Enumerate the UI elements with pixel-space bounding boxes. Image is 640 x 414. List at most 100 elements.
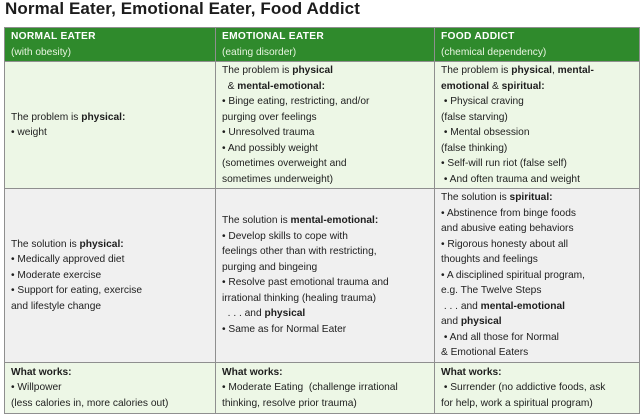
list-item: • A disciplined spiritual program, [441, 269, 585, 281]
list-item: • Willpower [11, 382, 62, 393]
list-item: purging and bingeing [222, 261, 318, 273]
list-item: thinking, resolve prior trauma) [222, 397, 357, 409]
solution-heading: The solution is spiritual: [441, 190, 633, 206]
solution-normal-cell: The solution is physical: • Medically ap… [4, 188, 216, 363]
list-item: feelings other than with restricting, [222, 246, 377, 258]
solution-keyword: mental-emotional [480, 300, 565, 312]
list-item: • And all those for Normal [441, 331, 559, 343]
list-item: • Resolve past emotional trauma and [222, 277, 389, 289]
solution-intro: The solution is [11, 238, 80, 250]
solution-intro: The solution is [222, 215, 291, 227]
header-subtitle: (eating disorder) [222, 46, 297, 58]
and-connector: and [441, 316, 461, 327]
and-physical-line: . . . and physical [222, 306, 428, 322]
list-item: • Support for eating, exercise [11, 285, 142, 296]
header-title: NORMAL EATER [11, 31, 96, 42]
header-food-addict: FOOD ADDICT (chemical dependency) [434, 27, 640, 62]
list-item: purging over feelings [222, 111, 317, 123]
works-addict-cell: What works: • Surrender (no addictive fo… [434, 361, 640, 414]
list-item: • Rigorous honesty about all [441, 238, 569, 250]
list-item: • And often trauma and weight [441, 173, 580, 185]
list-item: • Same as for Normal Eater [222, 323, 347, 335]
list-item: • Medically approved diet [11, 254, 125, 265]
page: Normal Eater, Emotional Eater, Food Addi… [4, 0, 640, 414]
and-mental-emotional-line: . . . and mental-emotional [441, 299, 633, 315]
header-title: FOOD ADDICT [441, 31, 515, 42]
header-title: EMOTIONAL EATER [222, 31, 325, 42]
problem-normal-cell: The problem is physical: • weight [4, 61, 216, 189]
list-item: • And possibly weight [222, 142, 318, 154]
problem-keyword: emotional [441, 80, 490, 92]
list-item: • Abstinence from binge foods [441, 207, 576, 219]
list-item: • Unresolved trauma [222, 127, 315, 138]
solution-heading: The solution is mental-emotional: [222, 213, 428, 229]
solution-keyword: physical [460, 316, 502, 327]
list-item: (less calories in, more calories out) [11, 397, 169, 409]
problem-heading-line2: & mental-emotional: [222, 79, 428, 95]
problem-keyword: physical [292, 65, 333, 76]
solution-row: The solution is physical: • Medically ap… [4, 188, 640, 363]
what-works-row: What works: • Willpower (less calories i… [4, 361, 640, 414]
problem-keyword: physical [81, 111, 122, 123]
works-emotional-cell: What works: • Moderate Eating (challenge… [215, 361, 435, 414]
problem-keyword: mental- [557, 65, 594, 76]
problem-intro: The problem is [441, 65, 512, 76]
list-item: e.g. The Twelve Steps [441, 285, 542, 296]
list-item: (sometimes overweight and [222, 158, 347, 169]
problem-colon: : [122, 111, 126, 123]
list-item: • weight [11, 127, 47, 138]
works-label: What works: [11, 366, 72, 378]
problem-connector: & [222, 80, 238, 92]
header-subtitle: (with obesity) [11, 46, 72, 58]
problem-connector: & [489, 80, 502, 92]
list-item: • Physical craving [441, 96, 524, 107]
works-label: What works: [222, 366, 283, 378]
header-row: NORMAL EATER (with obesity) EMOTIONAL EA… [4, 27, 640, 62]
list-item: irrational thinking (healing trauma) [222, 292, 377, 304]
problem-row: The problem is physical: • weight The pr… [4, 61, 640, 189]
and-connector: . . . and [222, 308, 265, 320]
list-item: sometimes underweight) [222, 173, 333, 185]
problem-intro: The problem is [222, 65, 293, 76]
problem-separator: , [552, 65, 558, 76]
list-item: thoughts and feelings [441, 254, 538, 265]
and-physical-line: and physical [441, 314, 633, 330]
list-item: • Self-will run riot (false self) [441, 158, 567, 169]
problem-keyword: mental-emotional: [237, 80, 326, 92]
list-item: • Surrender (no addictive foods, ask [441, 382, 606, 393]
list-item: • Moderate exercise [11, 269, 102, 281]
list-item: • Binge eating, restricting, and/or [222, 96, 370, 107]
list-item: • Mental obsession [441, 127, 530, 138]
solution-addict-cell: The solution is spiritual: • Abstinence … [434, 188, 640, 363]
works-normal-cell: What works: • Willpower (less calories i… [4, 361, 216, 414]
header-subtitle: (chemical dependency) [441, 46, 547, 58]
list-item: & Emotional Eaters [441, 347, 529, 358]
problem-addict-cell: The problem is physical, mental- emotion… [434, 61, 640, 189]
solution-heading: The solution is physical: [11, 237, 209, 253]
list-item: (false thinking) [441, 142, 508, 154]
problem-intro: The problem is [11, 111, 82, 123]
problem-keyword: spiritual: [501, 80, 545, 92]
list-item: and lifestyle change [11, 300, 102, 312]
solution-emotional-cell: The solution is mental-emotional: • Deve… [215, 188, 435, 363]
list-item: for help, work a spiritual program) [441, 397, 593, 409]
problem-heading: The problem is physical [222, 63, 428, 79]
list-item: • Develop skills to cope with [222, 230, 348, 242]
solution-keyword: physical: [79, 238, 124, 250]
header-emotional-eater: EMOTIONAL EATER (eating disorder) [215, 27, 435, 62]
comparison-table: NORMAL EATER (with obesity) EMOTIONAL EA… [4, 27, 640, 414]
problem-emotional-cell: The problem is physical & mental-emotion… [215, 61, 435, 189]
list-item: and abusive eating behaviors [441, 223, 574, 234]
solution-keyword: physical [264, 308, 306, 320]
solution-keyword: mental-emotional: [290, 215, 379, 227]
problem-heading-line2: emotional & spiritual: [441, 79, 633, 95]
solution-intro: The solution is [441, 192, 510, 203]
header-normal-eater: NORMAL EATER (with obesity) [4, 27, 216, 62]
list-item: • Moderate Eating (challenge irrational [222, 382, 398, 393]
solution-keyword: spiritual: [509, 192, 553, 203]
list-item: (false starving) [441, 111, 508, 123]
problem-heading: The problem is physical, mental- [441, 63, 633, 79]
and-connector: . . . and [441, 300, 481, 312]
problem-heading: The problem is physical: [11, 110, 209, 126]
page-title: Normal Eater, Emotional Eater, Food Addi… [5, 0, 360, 18]
